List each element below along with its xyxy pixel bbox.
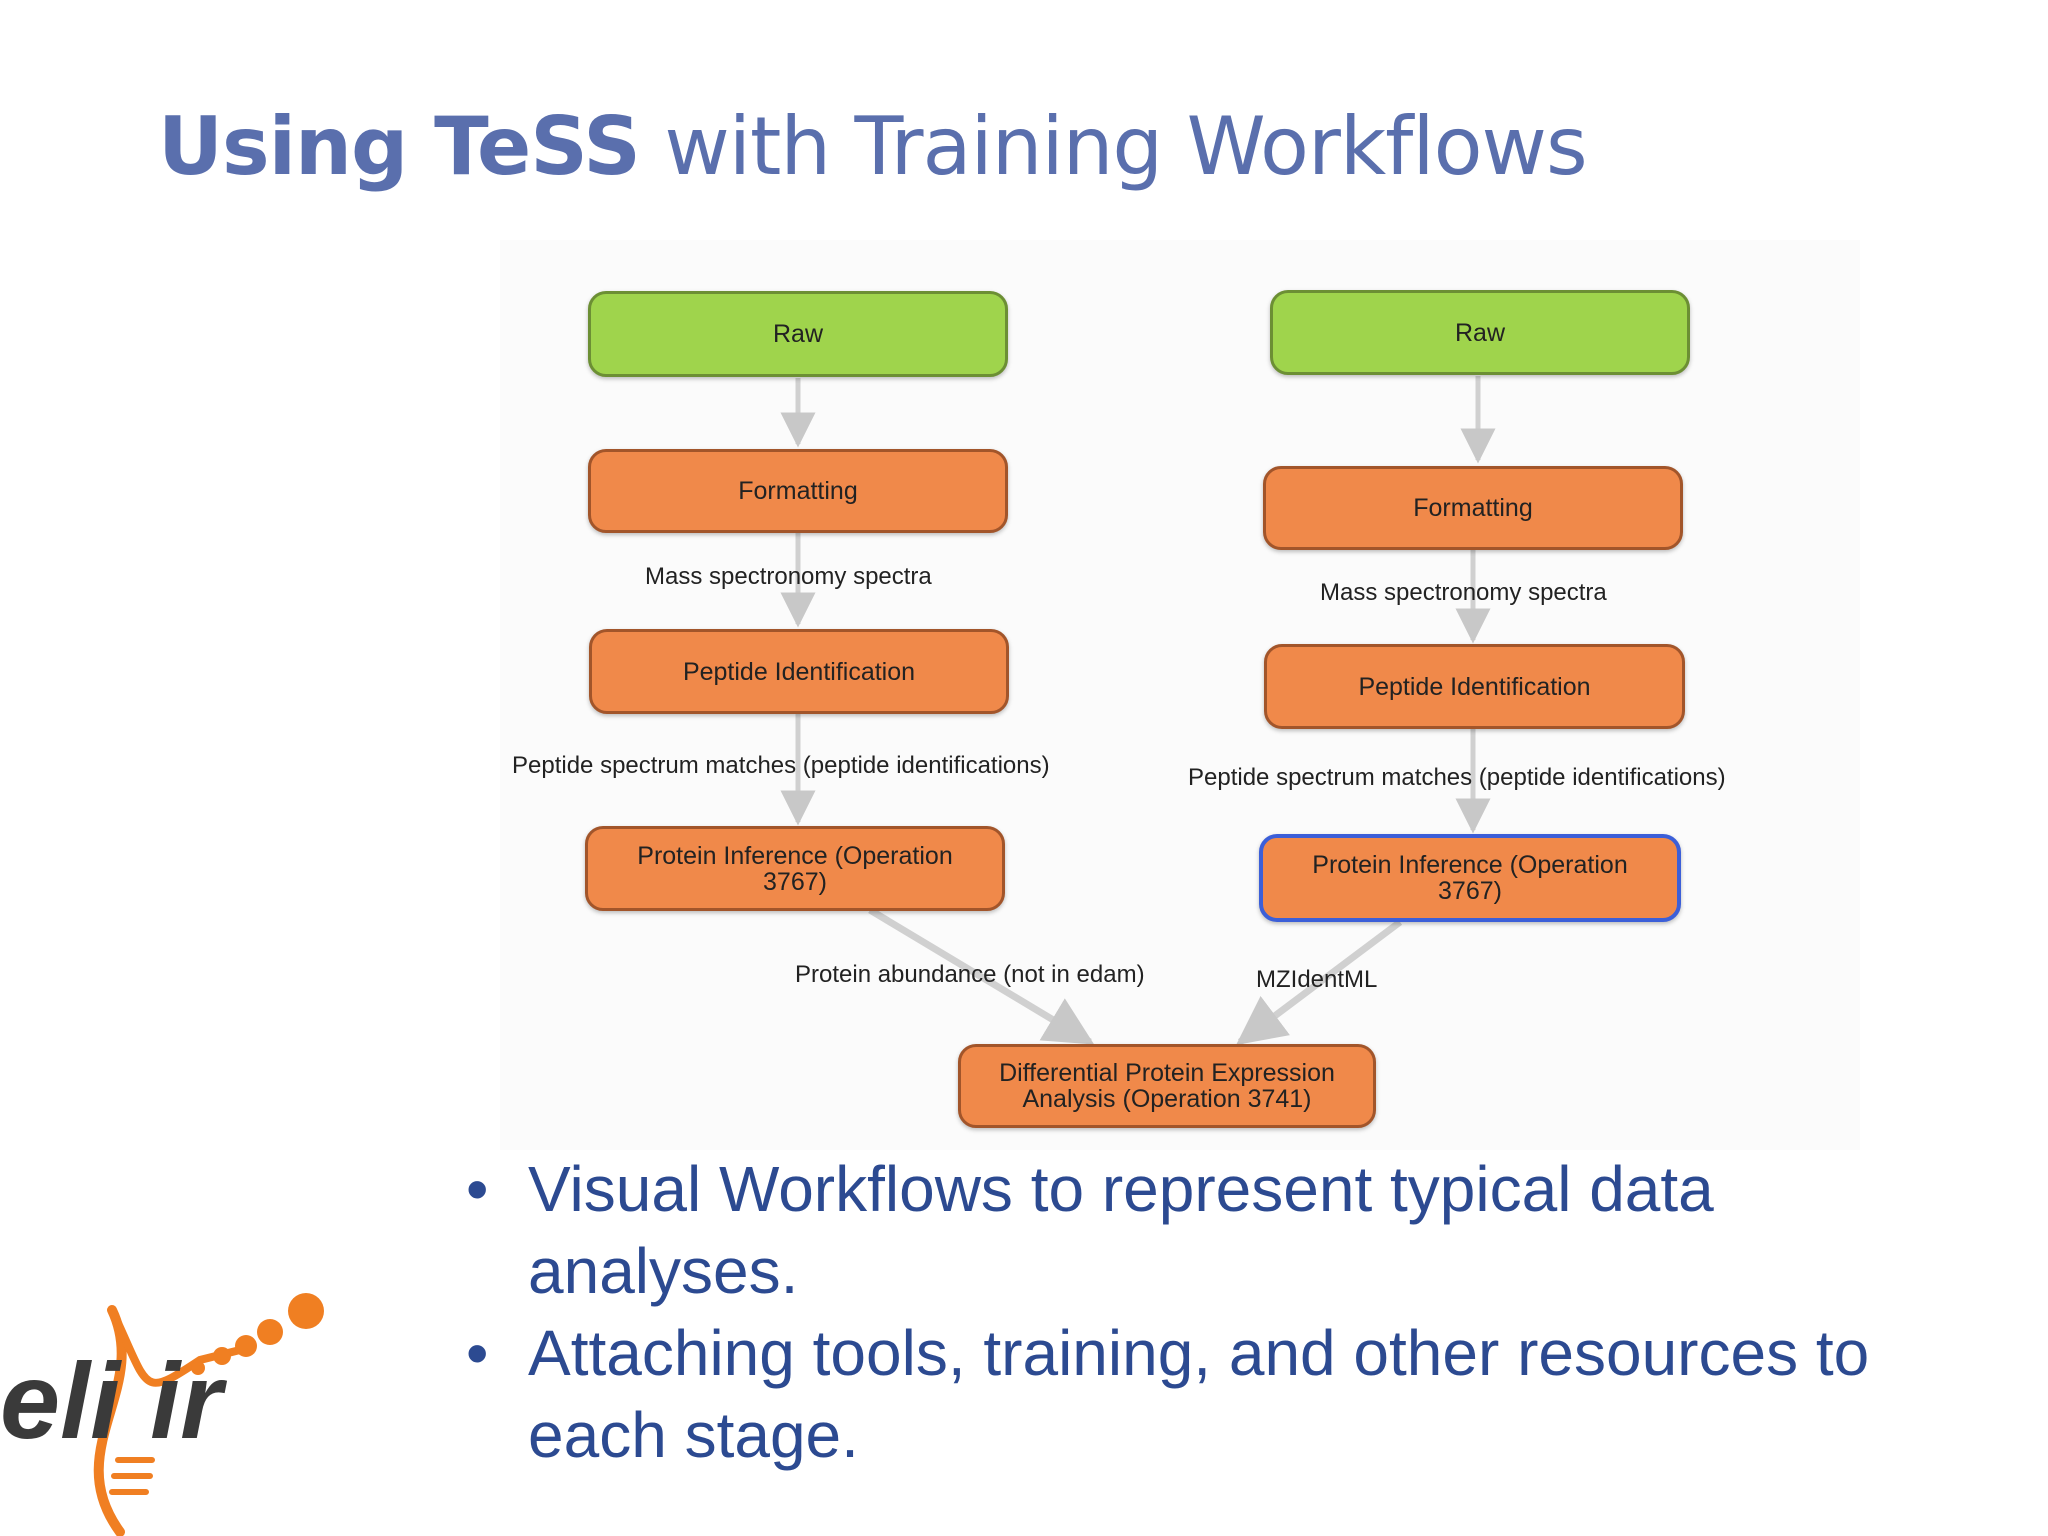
title-bold: Using TeSS	[158, 100, 641, 193]
bullet-list: • Visual Workflows to represent typical d…	[456, 1148, 1948, 1476]
bullet-item: • Attaching tools, training, and other re…	[456, 1312, 1948, 1476]
slide-title: Using TeSS with Training Workflows	[158, 100, 1588, 193]
bullet-dot: •	[466, 1153, 489, 1225]
bullet-dot: •	[466, 1317, 489, 1389]
right-label-mzidentml: MZIdentML	[1256, 966, 1378, 993]
left-label-protein-abundance: Protein abundance (not in edam)	[795, 961, 1145, 988]
left-raw-node[interactable]: Raw	[588, 291, 1008, 377]
elixir-logo-text: eli ir	[0, 1340, 227, 1461]
left-peptide-identification-node[interactable]: Peptide Identification	[589, 629, 1009, 714]
left-label-mass-spectra: Mass spectronomy spectra	[645, 563, 932, 590]
left-protein-inference-node[interactable]: Protein Inference (Operation 3767)	[585, 826, 1005, 911]
elixir-logo: eli ir	[0, 1293, 324, 1536]
title-rest: with Training Workflows	[639, 100, 1587, 193]
bullet-item: • Visual Workflows to represent typical d…	[456, 1148, 1948, 1312]
right-protein-inference-node[interactable]: Protein Inference (Operation 3767)	[1259, 834, 1681, 922]
right-formatting-node[interactable]: Formatting	[1263, 466, 1683, 550]
right-raw-node[interactable]: Raw	[1270, 290, 1690, 375]
left-arrow-protein-differential	[868, 906, 1095, 1046]
right-arrow-protein-differential	[1236, 919, 1403, 1045]
left-formatting-node[interactable]: Formatting	[588, 449, 1008, 533]
right-label-peptide-matches: Peptide spectrum matches (peptide identi…	[1188, 764, 1726, 791]
bullet-text: Attaching tools, training, and other res…	[528, 1317, 1870, 1471]
bullet-text: Visual Workflows to represent typical da…	[528, 1153, 1714, 1307]
right-peptide-identification-node[interactable]: Peptide Identification	[1264, 644, 1685, 729]
right-label-mass-spectra: Mass spectronomy spectra	[1320, 579, 1607, 606]
differential-protein-expression-node[interactable]: Differential Protein Expression Analysis…	[958, 1044, 1376, 1128]
left-label-peptide-matches: Peptide spectrum matches (peptide identi…	[512, 752, 1050, 779]
